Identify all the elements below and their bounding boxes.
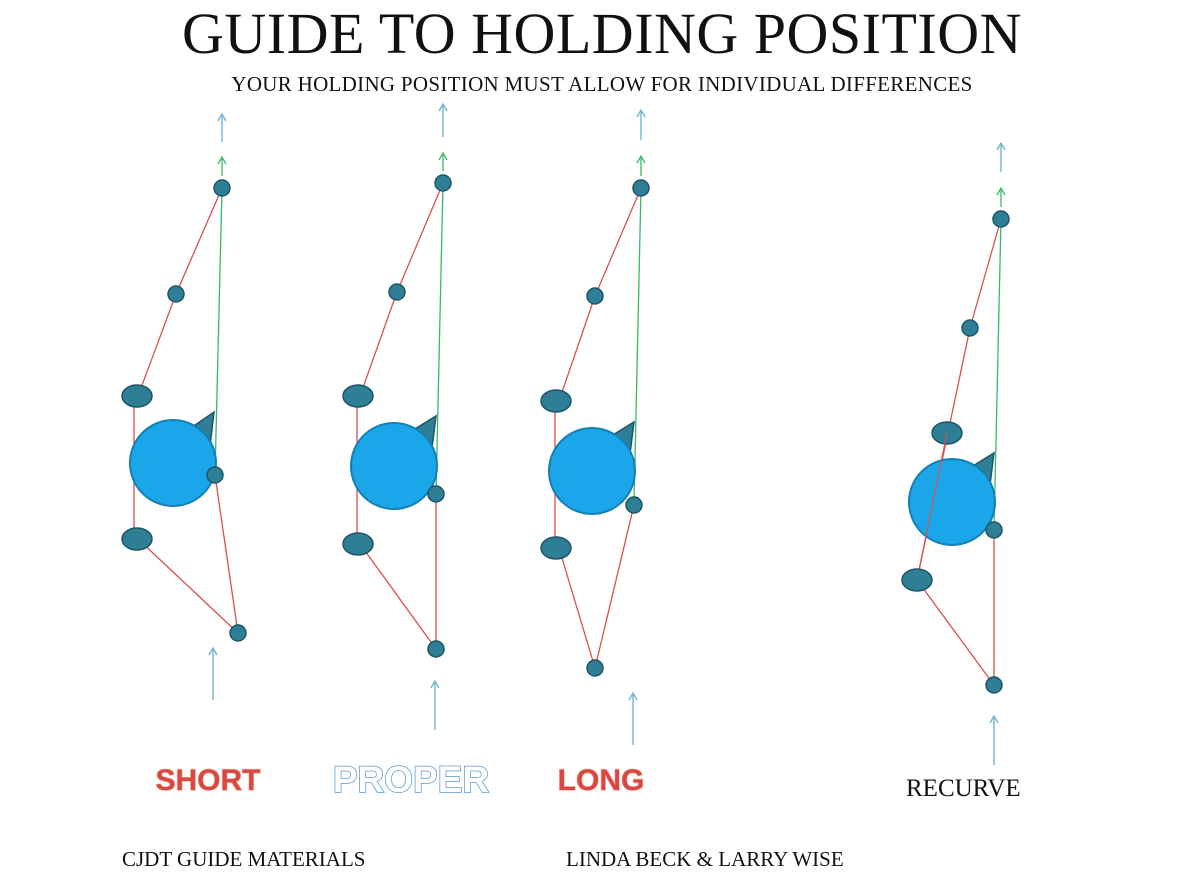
head (129, 419, 217, 507)
long-label: LONG (558, 764, 645, 797)
red-line (396, 182, 444, 293)
joint (586, 659, 604, 677)
red-line (916, 579, 995, 686)
elbow-joint (540, 536, 572, 560)
long-figure (540, 108, 650, 745)
joint (632, 179, 650, 197)
footer-credit-right: LINDA BECK & LARRY WISE (566, 847, 844, 871)
red-line (359, 543, 437, 650)
red-line (175, 187, 223, 295)
joint (427, 640, 445, 658)
page-title: GUIDE TO HOLDING POSITION (181, 1, 1023, 66)
red-line (137, 293, 177, 397)
top-arrow-head (438, 102, 448, 112)
red-line (594, 187, 642, 297)
joint (985, 676, 1003, 694)
joint (625, 496, 643, 514)
joint (388, 283, 406, 301)
red-line (558, 295, 596, 402)
joint (206, 466, 224, 484)
recurve-figure (901, 141, 1010, 765)
shoulder-joint (540, 389, 572, 413)
elbow-joint (121, 527, 153, 551)
joint (229, 624, 247, 642)
shoulder-joint (342, 384, 374, 408)
top-arrow-head (996, 141, 1006, 151)
red-line (594, 504, 635, 669)
joint (167, 285, 185, 303)
head (350, 422, 438, 510)
proper-label: PROPER (333, 759, 489, 800)
top-arrow-head (217, 112, 227, 122)
elbow-joint (901, 568, 933, 592)
bottom-arrow-head (208, 646, 218, 656)
footer-credit-left: CJDT GUIDE MATERIALS (122, 847, 366, 871)
red-line (214, 474, 239, 634)
bottom-arrow-head (628, 691, 638, 701)
proper-figure (342, 102, 452, 730)
elbow-joint (342, 532, 374, 556)
top-arrow-head (636, 108, 646, 118)
joint (213, 179, 231, 197)
joint (427, 485, 445, 503)
bow-line-green (993, 218, 1002, 531)
joint (985, 521, 1003, 539)
red-line (137, 538, 239, 634)
page-subtitle: YOUR HOLDING POSITION MUST ALLOW FOR IND… (231, 72, 973, 96)
bottom-arrow-head (989, 714, 999, 724)
red-line (558, 547, 596, 669)
short-label: SHORT (156, 764, 261, 797)
short-figure (121, 112, 247, 700)
green-arrow-head (636, 154, 646, 164)
shoulder-joint (121, 384, 153, 408)
bow-line-green (435, 182, 444, 495)
bow-line-green (214, 187, 223, 476)
green-arrow-head (438, 151, 448, 161)
green-arrow-head (996, 186, 1006, 196)
green-arrow-head (217, 155, 227, 165)
recurve-label: RECURVE (906, 775, 1021, 802)
red-line-over-head (916, 432, 948, 581)
joint (434, 174, 452, 192)
red-line (359, 291, 398, 397)
head (548, 427, 636, 515)
joint (992, 210, 1010, 228)
bow-line-green (633, 187, 642, 506)
joint (961, 319, 979, 337)
head (908, 458, 996, 546)
joint (586, 287, 604, 305)
red-line (969, 218, 1002, 329)
bottom-arrow-head (430, 679, 440, 689)
